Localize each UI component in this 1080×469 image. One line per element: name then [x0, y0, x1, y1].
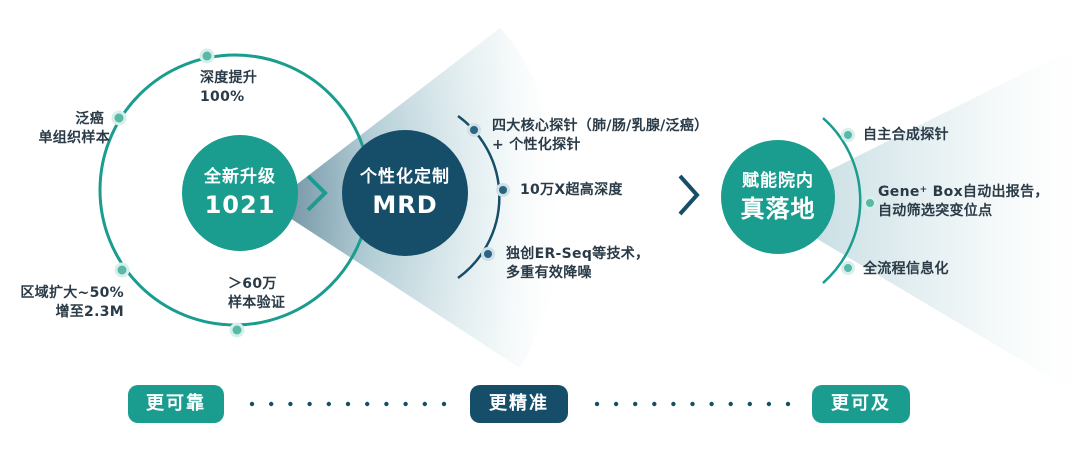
connector-dot	[249, 401, 255, 407]
connector-dot	[403, 401, 408, 407]
note-line: 多重有效降噪	[506, 265, 592, 281]
chevron-right-icon	[306, 174, 328, 212]
note-line: 深度提升	[200, 70, 258, 86]
connector-dot	[766, 401, 772, 407]
stage2-title: 个性化定制 MRD	[345, 165, 465, 221]
stage1-note-left-upper: 泛癌 单组织样本	[18, 110, 110, 148]
stage1-dot-top	[199, 48, 215, 64]
connector-dot	[326, 401, 331, 407]
connector-dot	[422, 401, 427, 407]
note-line: 自主合成探针	[863, 127, 949, 143]
connector-dot	[594, 401, 600, 407]
dotted-connector-left	[249, 401, 447, 407]
note-line: + 个性化探针	[492, 137, 581, 153]
note-line: 独创ER-Seq等技术，	[506, 246, 650, 262]
stage3-note-3: 全流程信息化	[863, 260, 949, 279]
note-line: 泛癌	[75, 111, 104, 127]
connector-dot	[345, 401, 351, 407]
connector-dot	[728, 401, 733, 407]
connector-dot	[633, 401, 638, 407]
stage3-title-line1: 赋能院内	[742, 171, 814, 191]
connector-dot	[613, 401, 619, 407]
stage1-note-bottom: ＞60万 样本验证	[228, 275, 285, 313]
stage1-title-line2: 1021	[204, 191, 276, 219]
connector-dot	[365, 401, 370, 407]
connector-dot	[288, 401, 293, 407]
pill-reliable: 更可靠	[128, 385, 224, 423]
connector-dot	[709, 401, 714, 407]
note-line: 区域扩大~50%	[20, 285, 124, 301]
stage2-core-circle	[342, 130, 468, 256]
stage3-dot-3	[841, 261, 855, 275]
stage2-note-1: 四大核心探针（肺/肠/乳腺/泛癌） + 个性化探针	[492, 117, 708, 155]
connector-dot	[652, 401, 657, 407]
stage3-note-1: 自主合成探针	[863, 126, 949, 145]
stage1-note-top: 深度提升 100%	[200, 69, 257, 107]
gene-text: Gene	[878, 184, 920, 200]
connector-dot	[307, 401, 312, 407]
note-line: 10万X超高深度	[520, 182, 623, 198]
chevron-right-icon	[678, 174, 700, 216]
dotted-connector-right	[594, 401, 791, 407]
note-line: Gene+ Box自动出报告，	[878, 183, 1049, 202]
pill-accessible: 更可及	[812, 385, 910, 423]
stage3-title: 赋能院内 真落地	[720, 169, 836, 225]
note-line: 样本验证	[228, 295, 286, 311]
connector-dot	[384, 401, 389, 407]
box-text: Box自动出报告，	[927, 184, 1049, 200]
stage2-note-3: 独创ER-Seq等技术， 多重有效降噪	[506, 245, 649, 283]
stage3-core-circle	[721, 140, 835, 254]
stage1-dot-bottom	[229, 322, 245, 338]
note-line: 100%	[200, 89, 245, 105]
stage2-note-2: 10万X超高深度	[520, 181, 623, 200]
stage1-title-line1: 全新升级	[204, 167, 276, 187]
fan-stage3	[760, 45, 1080, 395]
stage3-title-line2: 真落地	[740, 195, 816, 223]
note-line: 单组织样本	[38, 130, 110, 146]
stage1-dot-left-upper	[111, 110, 127, 126]
stage1-core-circle	[182, 135, 298, 251]
connector-dot	[441, 401, 447, 407]
stage2-title-line2: MRD	[372, 191, 438, 219]
note-line: 四大核心探针（肺/肠/乳腺/泛癌）	[492, 118, 709, 134]
connector-dot	[671, 401, 676, 407]
connector-dot	[690, 401, 695, 407]
connector-dot	[785, 401, 791, 407]
stage3-arc	[822, 117, 862, 284]
stage1-title: 全新升级 1021	[182, 165, 298, 221]
note-line: ＞60万	[228, 276, 277, 292]
note-line: 增至2.3M	[55, 304, 124, 320]
connector-dot	[269, 401, 274, 407]
gene-superscript: +	[919, 185, 928, 195]
stage3-dot-1	[841, 128, 855, 142]
stage2-dot-1	[467, 123, 481, 137]
stage2-dot-2	[496, 183, 510, 197]
connector-dot	[747, 401, 752, 407]
stage2-title-line1: 个性化定制	[360, 167, 450, 187]
stage1-note-left-lower: 区域扩大~50% 增至2.3M	[10, 284, 124, 322]
stage1-dot-left-lower	[114, 262, 130, 278]
stage3-dot-2	[863, 196, 877, 210]
note-line: 全流程信息化	[863, 261, 949, 277]
pill-precise: 更精准	[470, 385, 568, 423]
stage2-dot-3	[481, 247, 495, 261]
note-line: 自动筛选突变位点	[878, 203, 993, 219]
stage3-note-2: Gene+ Box自动出报告， 自动筛选突变位点	[878, 183, 1049, 221]
